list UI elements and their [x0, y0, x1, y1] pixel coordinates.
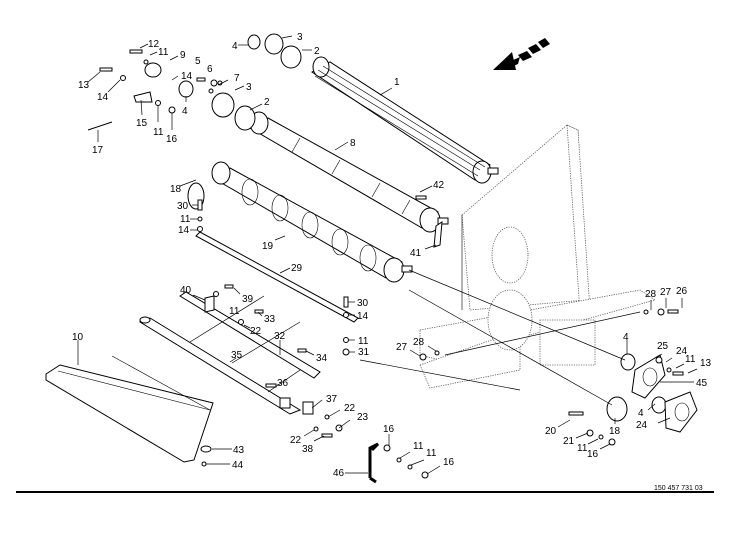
- callout-11: 11: [180, 214, 191, 225]
- direction-of-travel-arrow-icon: [493, 38, 550, 70]
- side-frame-plate: [419, 124, 656, 389]
- callout-7: 7: [234, 73, 240, 84]
- callout-2: 2: [264, 97, 270, 108]
- callout-33: 33: [264, 314, 276, 325]
- bracket-bar-32: [179, 291, 321, 379]
- callout-20: 20: [545, 426, 557, 437]
- callout-18: 18: [170, 184, 182, 195]
- callout-37: 37: [326, 394, 338, 405]
- callout-17: 17: [92, 145, 104, 156]
- callout-4: 4: [182, 106, 188, 117]
- callout-28: 28: [645, 289, 657, 300]
- callout-24: 24: [636, 420, 648, 431]
- bearing-flange-group-right: [419, 308, 698, 446]
- callout-3: 3: [246, 82, 252, 93]
- callout-41: 41: [410, 248, 422, 259]
- callout-26: 26: [676, 286, 688, 297]
- callout-14: 14: [181, 71, 193, 82]
- callout-35: 35: [231, 350, 243, 361]
- callout-8: 8: [350, 138, 356, 149]
- callout-32: 32: [274, 331, 286, 342]
- bracket-37: [279, 397, 314, 415]
- assembly-lines: [189, 269, 641, 406]
- callout-44: 44: [232, 460, 244, 471]
- callout-42: 42: [433, 180, 445, 191]
- callout-11: 11: [229, 306, 240, 317]
- callout-27: 27: [660, 287, 672, 298]
- callout-11: 11: [426, 448, 437, 459]
- callout-6: 6: [207, 64, 213, 75]
- callout-46: 46: [333, 468, 345, 479]
- callout-16: 16: [443, 457, 455, 468]
- fasteners-center: [197, 195, 443, 479]
- callout-11: 11: [577, 443, 588, 454]
- callout-31: 31: [358, 347, 370, 358]
- callout-22: 22: [290, 435, 302, 446]
- callout-15: 15: [136, 118, 148, 129]
- callout-14: 14: [97, 92, 109, 103]
- callout-11: 11: [158, 47, 169, 58]
- drawing-number: 150 457 731 03: [654, 485, 703, 492]
- callout-10: 10: [72, 332, 84, 343]
- callout-28: 28: [413, 337, 425, 348]
- callout-4: 4: [638, 408, 644, 419]
- callout-25: 25: [657, 341, 669, 352]
- callout-45: 45: [696, 378, 708, 389]
- roller-8: [248, 111, 449, 233]
- callout-5: 5: [195, 56, 201, 67]
- callout-1: 1: [394, 77, 400, 88]
- callout-24: 24: [676, 346, 688, 357]
- callout-9: 9: [180, 50, 186, 61]
- roller-19: [211, 161, 413, 283]
- callout-19: 19: [262, 241, 274, 252]
- callout-29: 29: [291, 263, 303, 274]
- roller-1: [311, 56, 499, 184]
- support-tube-35: [138, 316, 302, 415]
- callout-30: 30: [357, 298, 369, 309]
- callouts: 12 11 9 13 14 14 5 6 7 3 3 4 4 2 2 15 11…: [72, 32, 712, 479]
- callout-11: 11: [413, 441, 424, 452]
- callout-36: 36: [277, 378, 289, 389]
- callout-16: 16: [383, 424, 395, 435]
- callout-14: 14: [178, 225, 190, 236]
- callout-38: 38: [302, 444, 314, 455]
- callout-16: 16: [166, 134, 178, 145]
- callout-11: 11: [153, 127, 164, 138]
- callout-4: 4: [623, 332, 629, 343]
- callout-40: 40: [180, 285, 192, 296]
- callout-4: 4: [232, 41, 238, 52]
- callout-12: 12: [148, 39, 160, 50]
- callout-11: 11: [685, 354, 696, 365]
- callout-23: 23: [357, 412, 369, 423]
- callout-43: 43: [233, 445, 245, 456]
- callout-22: 22: [250, 326, 262, 337]
- callout-2: 2: [314, 46, 320, 57]
- callout-30: 30: [177, 201, 189, 212]
- callout-11: 11: [358, 336, 369, 347]
- callout-34: 34: [316, 353, 328, 364]
- callout-18: 18: [609, 426, 621, 437]
- handle-46: [368, 442, 380, 484]
- cover-plate-10: [45, 355, 214, 463]
- callout-21: 21: [563, 436, 575, 447]
- callout-39: 39: [242, 294, 254, 305]
- callout-13: 13: [78, 80, 90, 91]
- callout-3: 3: [297, 32, 303, 43]
- callout-27: 27: [396, 342, 408, 353]
- scraper-bar-29: [195, 231, 359, 323]
- callout-13: 13: [700, 358, 712, 369]
- callout-16: 16: [587, 449, 599, 460]
- callout-14: 14: [357, 311, 369, 322]
- callout-22: 22: [344, 403, 356, 414]
- bearing-flange-group-left: [87, 33, 302, 210]
